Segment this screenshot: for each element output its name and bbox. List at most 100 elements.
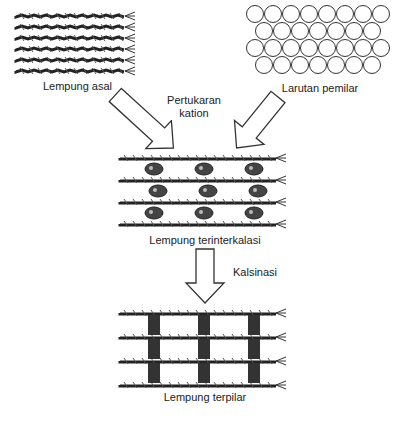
layer-hatch — [133, 221, 137, 227]
oxide-pillar — [198, 363, 210, 383]
pillaring-ion — [373, 6, 390, 23]
layer-hatch — [47, 46, 51, 52]
layer-hatch — [205, 221, 209, 227]
oxide-pillar — [198, 339, 210, 359]
layer-hatch — [38, 24, 42, 30]
pillaring-ion — [364, 23, 381, 40]
layer-hatch — [119, 46, 123, 52]
layer-fringe — [276, 361, 286, 365]
layer-fringe — [276, 333, 286, 337]
layer-hatch — [178, 155, 182, 161]
layer-fringe — [125, 71, 135, 75]
layer-fringe — [125, 49, 135, 53]
pillaring-ion — [310, 23, 327, 40]
pillaring-ion — [337, 6, 354, 23]
layer-hatch — [74, 46, 78, 52]
layer-hatch — [223, 199, 227, 205]
illustration-node: Larutan pemilar — [245, 4, 395, 95]
layer-hatch — [65, 68, 69, 74]
illustration-node: Lempung terpilar — [112, 305, 298, 404]
layer-hatch — [160, 155, 164, 161]
oligocation-dot — [199, 210, 203, 214]
layer-hatch — [74, 35, 78, 41]
layer-hatch — [142, 310, 146, 316]
pillaring-ion — [265, 6, 282, 23]
layer-fringe — [276, 309, 286, 313]
layer-hatch — [151, 221, 155, 227]
oxide-pillar — [248, 315, 260, 335]
layer-hatch — [160, 199, 164, 205]
layer-hatch — [142, 382, 146, 388]
layer-fringe — [125, 38, 135, 42]
caption: Larutan pemilar — [245, 82, 395, 95]
layer-hatch — [187, 177, 191, 183]
layer-hatch — [101, 46, 105, 52]
layer-hatch — [169, 199, 173, 205]
layer-hatch — [232, 334, 236, 340]
layer-hatch — [119, 68, 123, 74]
layer-hatch — [187, 358, 191, 364]
pillaring-ion — [301, 40, 318, 57]
oligocation-dot — [249, 210, 253, 214]
layer-hatch — [142, 177, 146, 183]
layer-hatch — [187, 334, 191, 340]
layer-fringe — [276, 220, 286, 224]
illustration-node: Lempung terinterkalasi — [112, 150, 298, 247]
layer-hatch — [241, 334, 245, 340]
layer-hatch — [178, 199, 182, 205]
pillaring-ion — [283, 40, 300, 57]
layer-hatch — [151, 177, 155, 183]
layer-hatch — [74, 68, 78, 74]
layer-hatch — [65, 24, 69, 30]
layer-hatch — [268, 177, 272, 183]
layer-hatch — [124, 177, 128, 183]
layer-hatch — [101, 57, 105, 63]
layer-hatch — [268, 199, 272, 205]
layer-hatch — [101, 13, 105, 19]
pillaring-ion — [319, 40, 336, 57]
layer-hatch — [223, 221, 227, 227]
layer-hatch — [142, 358, 146, 364]
layer-hatch — [196, 199, 200, 205]
layer-hatch — [65, 57, 69, 63]
pillaring-ion — [319, 6, 336, 23]
oxide-pillar — [148, 315, 160, 335]
layer-hatch — [83, 13, 87, 19]
illustration-node: Lempung asal — [10, 8, 145, 93]
layer-hatch — [178, 358, 182, 364]
layer-hatch — [268, 382, 272, 388]
layer-hatch — [160, 310, 164, 316]
layer-hatch — [232, 358, 236, 364]
layer-hatch — [74, 13, 78, 19]
block-arrow — [235, 91, 286, 148]
layer-hatch — [268, 358, 272, 364]
layer-fringe — [125, 27, 135, 31]
layer-fringe — [276, 381, 286, 385]
pillaring-ion — [373, 40, 390, 57]
layer-hatch — [133, 155, 137, 161]
clay-layer — [16, 59, 124, 61]
layer-hatch — [214, 155, 218, 161]
layer-hatch — [214, 221, 218, 227]
layer-hatch — [223, 382, 227, 388]
layer-hatch — [56, 24, 60, 30]
layer-hatch — [223, 358, 227, 364]
pillaring-ion — [346, 57, 363, 74]
clay-illustration — [245, 4, 395, 82]
pillaring-ion — [274, 57, 291, 74]
pillaring-ion — [355, 40, 372, 57]
layer-fringe — [125, 45, 135, 49]
caption: Lempung asal — [10, 80, 145, 93]
layer-hatch — [205, 155, 209, 161]
layer-fringe — [125, 12, 135, 16]
layer-fringe — [276, 313, 286, 317]
layer-hatch — [92, 35, 96, 41]
pillaring-ion — [328, 57, 345, 74]
layer-hatch — [205, 199, 209, 205]
layer-hatch — [250, 199, 254, 205]
layer-fringe — [276, 202, 286, 206]
layer-hatch — [241, 221, 245, 227]
layer-hatch — [20, 13, 24, 19]
oligocation — [249, 185, 267, 197]
